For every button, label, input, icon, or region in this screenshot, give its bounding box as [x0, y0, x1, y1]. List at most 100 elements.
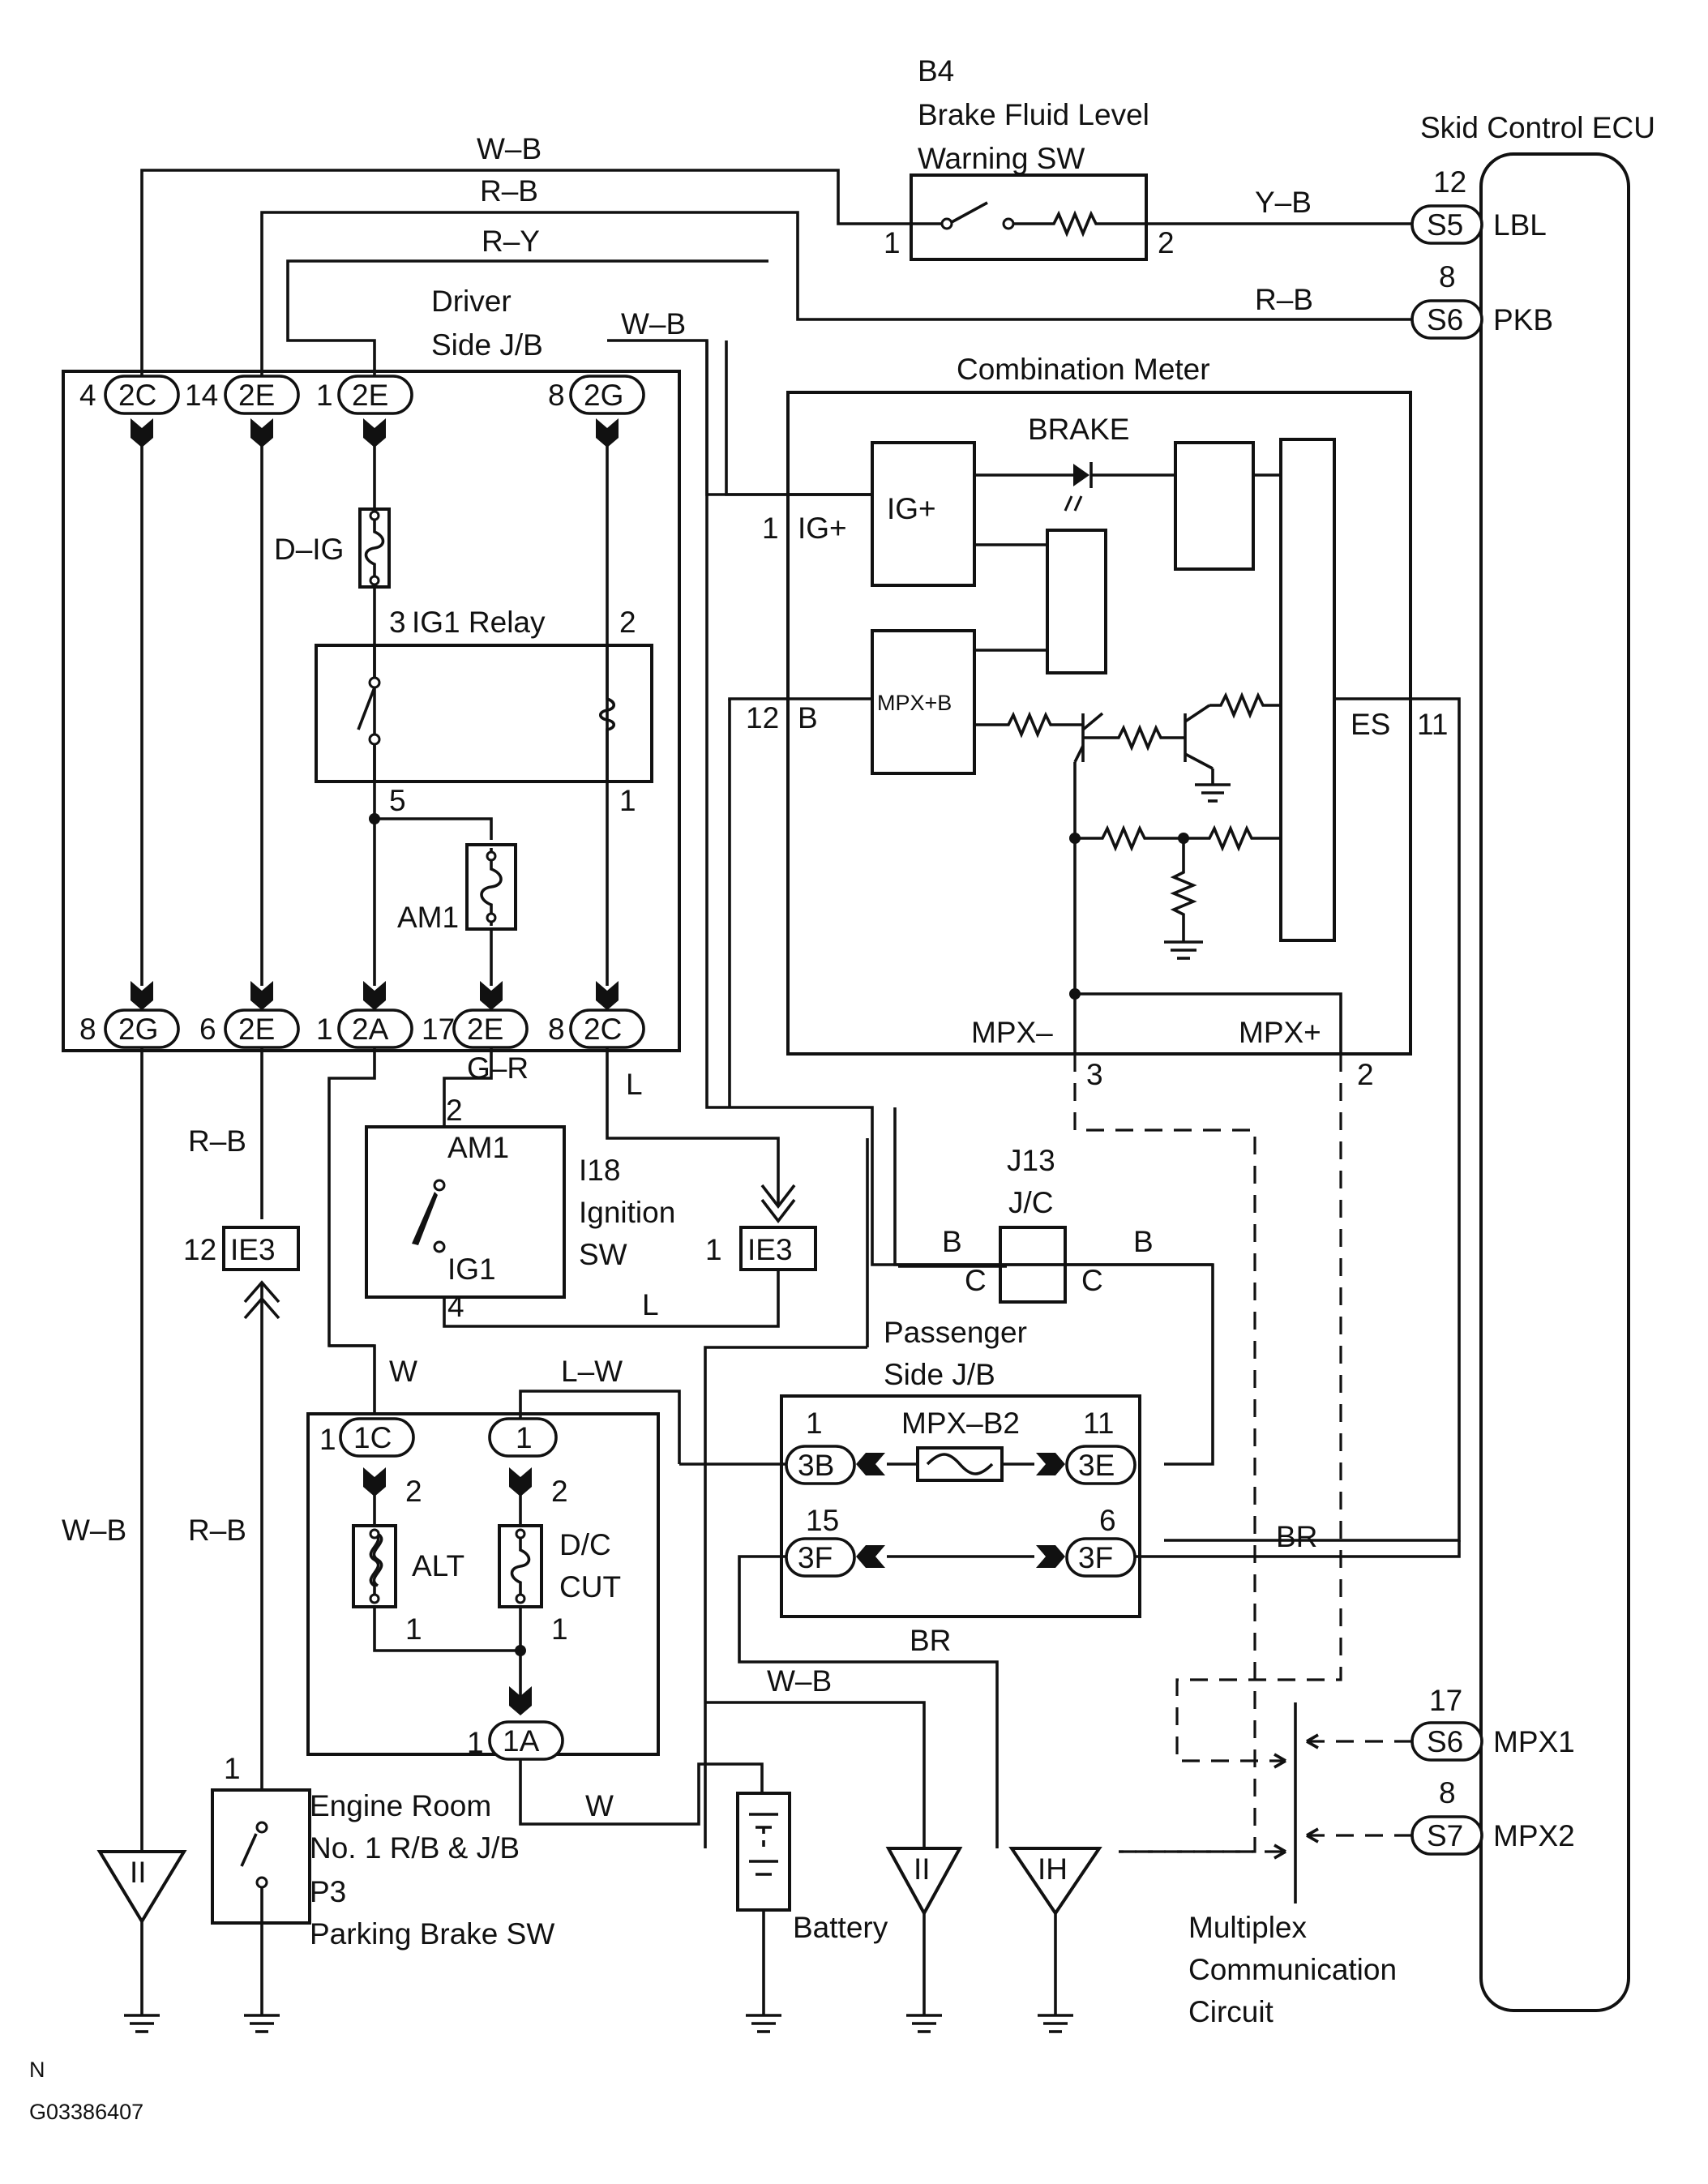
- relay-pin3: 3: [389, 606, 406, 639]
- s6a-signal: PKB: [1493, 303, 1553, 336]
- erjb-label-1: Engine Room: [310, 1789, 491, 1822]
- label-w-left: W: [389, 1355, 417, 1388]
- footer-orientation: N: [29, 2058, 45, 2082]
- ground-g1-label: II: [130, 1856, 147, 1889]
- meter-mpx-plus-no: 2: [1357, 1058, 1374, 1091]
- pjb-c3e-id: 3E: [1078, 1449, 1115, 1482]
- pjb-c3f-right-id: 3F: [1078, 1541, 1113, 1574]
- meter-mpx-minus-no: 3: [1086, 1058, 1103, 1091]
- j13-code: J13: [1007, 1144, 1055, 1177]
- label-l-top: L: [626, 1068, 643, 1101]
- meter-b-pin-no: 12: [746, 701, 779, 734]
- ign-code: I18: [579, 1154, 620, 1187]
- s7-signal: MPX2: [1493, 1819, 1575, 1852]
- meter-ig-pin: IG+: [798, 512, 847, 545]
- mpx-line1: Multiplex: [1188, 1911, 1307, 1944]
- bot-c1-id: 2G: [118, 1013, 158, 1046]
- meter-b-pin: B: [798, 701, 818, 734]
- label-br-right: BR: [1276, 1520, 1317, 1553]
- pjb-c3e: [1065, 1445, 1137, 1485]
- connector-ie3-right: IE3 1: [705, 1226, 817, 1271]
- top-c1: [104, 375, 180, 415]
- ie3-left-body: [222, 1226, 300, 1271]
- pjb-body: [780, 1394, 1141, 1618]
- pjb-c3f-left-id: 3F: [798, 1541, 833, 1574]
- s7-id: S7: [1427, 1819, 1463, 1852]
- connector-s6-pkb: 8 S6 PKB: [1410, 260, 1553, 340]
- ignition-switch: G–R 2 AM1 IG1 4 L I18 Ignition SW: [327, 1047, 780, 1414]
- mpx-line2: Communication: [1188, 1953, 1397, 1986]
- ecu-label: Skid Control ECU: [1420, 111, 1655, 144]
- ground-g3-label: IH: [1038, 1852, 1068, 1886]
- skid-control-ecu: Skid Control ECU: [1420, 111, 1655, 2012]
- meter-block-b: [1046, 529, 1107, 674]
- ign-name-1: Ignition: [579, 1196, 675, 1229]
- erjb-c1: [488, 1417, 558, 1458]
- bot-c4-pin: 17: [422, 1013, 455, 1046]
- ign-body: [365, 1125, 566, 1299]
- ign-am1: AM1: [447, 1131, 509, 1164]
- s6b-pin: 17: [1429, 1684, 1462, 1717]
- b4-pin2: 2: [1158, 226, 1175, 259]
- bot-c2-pin: 6: [199, 1013, 216, 1046]
- label-lw: L–W: [561, 1355, 623, 1388]
- ground-point-ih: IH: [1008, 1847, 1102, 2033]
- ie3-left-id: IE3: [230, 1233, 276, 1266]
- connector-s6-mpx1: 17 S6 MPX1: [1410, 1684, 1575, 1762]
- bot-c5-id: 2C: [584, 1013, 622, 1046]
- ecu-body: [1479, 152, 1630, 2012]
- label-ry-top: R–Y: [482, 225, 540, 258]
- s6b-signal: MPX1: [1493, 1725, 1575, 1758]
- label-wb-left: W–B: [62, 1514, 126, 1547]
- battery-label: Battery: [793, 1911, 888, 1944]
- ie3-right-id: IE3: [747, 1233, 793, 1266]
- ground-point-ii-right: II: [885, 1847, 963, 2033]
- meter-name: Combination Meter: [957, 353, 1210, 386]
- b4-code: B4: [918, 54, 954, 88]
- meter-mpx-plus: MPX+: [1239, 1016, 1321, 1049]
- djb-label-2: Side J/B: [431, 328, 543, 362]
- djb-body: [62, 370, 681, 1052]
- top-c4: [569, 375, 645, 415]
- pjb-label-1: Passenger: [884, 1316, 1027, 1349]
- driver-side-jb: Driver Side J/B 4 2C 14 2E 1 2E 8 2G 8 2…: [62, 285, 681, 1052]
- top-c2-pin: 14: [185, 379, 218, 412]
- s6b-id: S6: [1427, 1725, 1463, 1758]
- relay-name: IG1 Relay: [412, 606, 546, 639]
- label-wb-bottom: W–B: [767, 1664, 832, 1698]
- ig1-relay: [315, 644, 653, 783]
- brake-fluid-level-switch: B4 Brake Fluid Level Warning SW 1 2: [884, 54, 1175, 261]
- label-rb-left2: R–B: [188, 1514, 246, 1547]
- erjb-c1-id: 1: [516, 1421, 533, 1454]
- label-yb: Y–B: [1255, 186, 1312, 219]
- bot-c1-pin: 8: [79, 1013, 96, 1046]
- wire-ry-top: [286, 259, 768, 381]
- meter-es-pin-no: 11: [1417, 708, 1448, 741]
- ign-name-2: SW: [579, 1238, 627, 1271]
- erjb-c1c-pin: 1: [319, 1423, 336, 1456]
- connector-s7: 8 S7 MPX2: [1410, 1776, 1575, 1856]
- j13-right: C: [1081, 1264, 1103, 1297]
- label-gr: G–R: [467, 1051, 529, 1085]
- label-rb-pkb: R–B: [1255, 283, 1313, 316]
- meter-body: [786, 391, 1412, 1056]
- ground-point-ii-left: II: [96, 1850, 187, 2033]
- label-wb-jb: W–B: [621, 307, 686, 340]
- erjb-alt: ALT: [412, 1549, 464, 1582]
- fuse-am1-label: AM1: [397, 901, 459, 934]
- top-c3-id: 2E: [352, 379, 388, 412]
- erjb-dc-pin1: 1: [551, 1612, 568, 1646]
- parking-code: P3: [310, 1875, 346, 1908]
- label-br-bottom: BR: [910, 1624, 951, 1657]
- pjb-fuse-label: MPX–B2: [901, 1407, 1020, 1440]
- pjb-label-2: Side J/B: [884, 1358, 995, 1391]
- j13-junction-connector: J13 J/C C C B B: [893, 1107, 1213, 1304]
- mpx-line3: Circuit: [1188, 1995, 1274, 2028]
- ign-pin2: 2: [446, 1094, 463, 1127]
- s6a-pin: 8: [1439, 260, 1456, 293]
- pjb-pin15: 15: [806, 1504, 839, 1537]
- wire-rb-top: [260, 211, 1412, 381]
- b4-name-1: Brake Fluid Level: [918, 98, 1149, 131]
- meter-ig-pin-no: 1: [762, 512, 779, 545]
